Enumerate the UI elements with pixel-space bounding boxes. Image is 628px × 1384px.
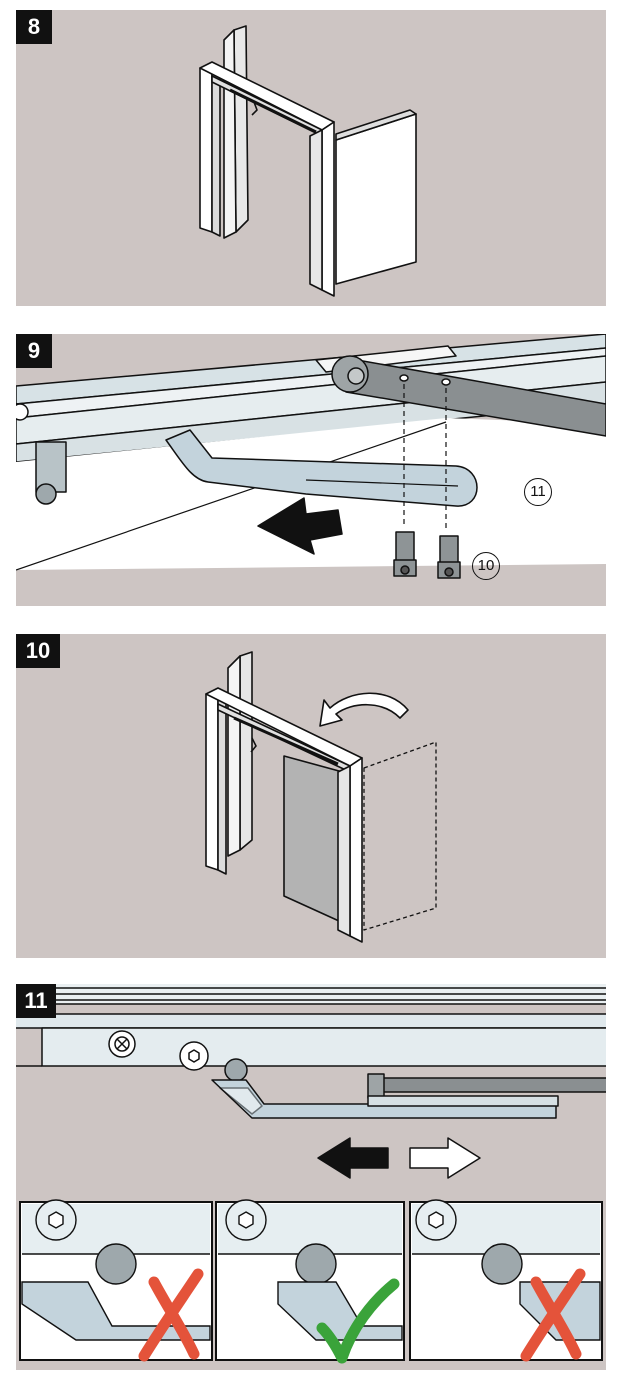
step-11-illustration (16, 984, 606, 1364)
step-number-badge: 11 (16, 984, 56, 1018)
slider-bracket (165, 429, 478, 507)
hex-screw-icon (179, 1041, 209, 1071)
step-9-panel: 9 (16, 334, 606, 606)
direction-arrow-left (317, 1137, 389, 1179)
frame-right-jamb (321, 121, 335, 297)
frame-right-jamb (349, 757, 363, 943)
closing-arrow (319, 692, 409, 727)
step-number-badge: 10 (16, 634, 60, 668)
roller-wheel (224, 1058, 248, 1082)
roller-wheel (35, 483, 57, 505)
screw-left (393, 531, 417, 577)
direction-arrow-left (257, 497, 343, 555)
step-8-illustration (199, 25, 417, 297)
direction-arrow-right (409, 1137, 481, 1179)
arm-rail (377, 1077, 606, 1093)
step-10-panel: 10 (16, 634, 606, 958)
carrier-profile (16, 1013, 606, 1029)
cross-screw-icon (108, 1030, 136, 1058)
step-9-illustration (16, 334, 606, 579)
step-10-illustration (205, 651, 437, 943)
step-number-badge: 9 (16, 334, 52, 368)
step-11-panel: 11 (16, 984, 606, 1370)
cross-mark-icon (520, 1268, 586, 1362)
callout-label: 11 (524, 478, 552, 506)
cross-mark-icon (138, 1268, 204, 1362)
step-8-panel: 8 (16, 10, 606, 306)
inset-correct-middle (215, 1199, 405, 1361)
callout-label: 10 (472, 552, 500, 580)
right-door-leaf (335, 113, 417, 285)
frame-left-jamb (205, 693, 219, 871)
step-number-badge: 8 (16, 10, 52, 44)
screw-right (437, 535, 461, 579)
frame-left-jamb (199, 67, 213, 233)
inset-incorrect-left (19, 1199, 213, 1361)
check-mark-icon (316, 1278, 400, 1364)
inset-incorrect-right (409, 1199, 603, 1361)
ghost-door-outline (363, 741, 437, 931)
